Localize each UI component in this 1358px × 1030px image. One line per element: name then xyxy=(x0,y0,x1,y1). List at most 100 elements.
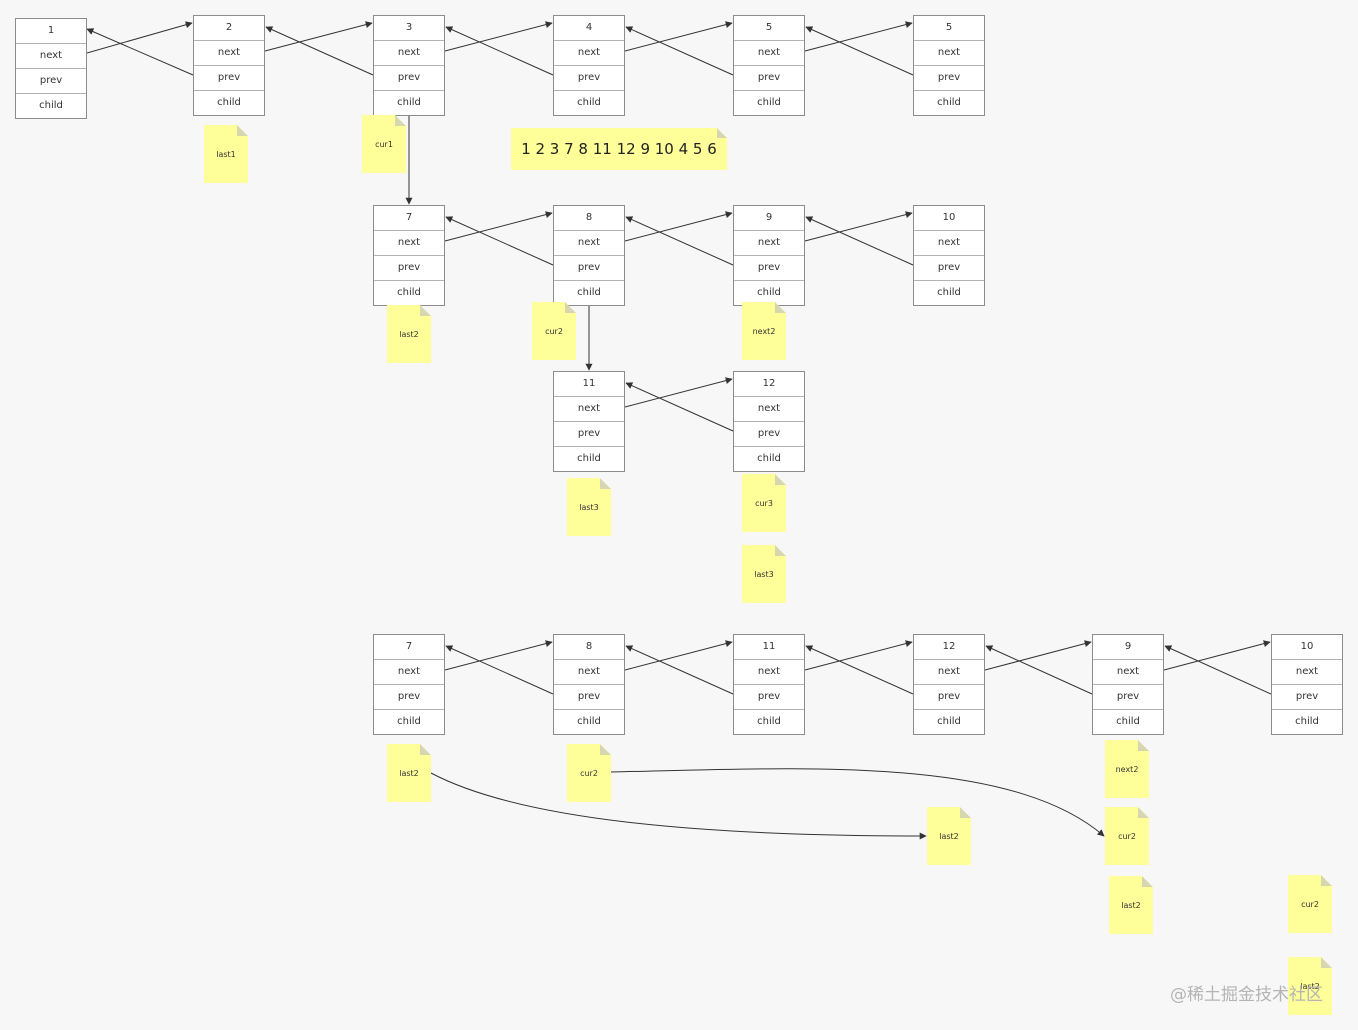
node-next-field: next xyxy=(734,230,804,255)
node-prev-field: prev xyxy=(1272,684,1342,709)
note-label: last2 xyxy=(399,768,419,778)
note-fold-icon xyxy=(600,744,611,755)
node-value: 12 xyxy=(762,378,776,389)
node-value: 5 xyxy=(945,22,953,33)
prev-pointer-edge xyxy=(625,382,734,432)
note-fold-icon xyxy=(1138,740,1149,751)
note-label: last2 xyxy=(939,831,959,841)
next-pointer-edge xyxy=(86,21,193,54)
node-next-field: next xyxy=(374,40,444,65)
sequence-text: 1 2 3 7 8 11 12 9 10 4 5 6 xyxy=(521,140,717,158)
list-node-7: 7 next prev child xyxy=(373,205,445,306)
list-node-12: 12 next prev child xyxy=(733,371,805,472)
sticky-note-cur3: cur3 xyxy=(742,474,786,532)
note-fold-icon xyxy=(1138,807,1149,818)
note-label: last3 xyxy=(754,569,774,579)
node-value: 11 xyxy=(762,641,776,652)
node-prev-field: prev xyxy=(374,684,444,709)
node-next-field: next xyxy=(1272,659,1342,684)
next-pointer-edge xyxy=(984,640,1092,671)
merged-node-11: 11 next prev child xyxy=(733,634,805,735)
node-next-field: next xyxy=(374,659,444,684)
prev-pointer-edge xyxy=(625,26,734,76)
note-label: last3 xyxy=(579,502,599,512)
prev-pointer-edge xyxy=(625,216,734,266)
node-value: 8 xyxy=(585,641,593,652)
next-pointer-edge xyxy=(444,211,553,242)
note-label: cur2 xyxy=(1118,831,1136,841)
node-next-field: next xyxy=(914,40,984,65)
note-fold-icon xyxy=(420,305,431,316)
node-next-field: next xyxy=(914,230,984,255)
node-child-field: child xyxy=(914,90,984,115)
note-fold-icon xyxy=(600,478,611,489)
node-value: 12 xyxy=(942,641,956,652)
node-next-field: next xyxy=(194,40,264,65)
next-pointer-edge xyxy=(1163,640,1271,671)
note-fold-icon xyxy=(420,744,431,755)
note-fold-icon xyxy=(960,807,971,818)
sticky-note-last2: last2 xyxy=(387,305,431,363)
sticky-note-last2-final: last2 xyxy=(1288,957,1332,1015)
note-fold-icon xyxy=(717,128,727,138)
merged-node-8: 8 next prev child xyxy=(553,634,625,735)
node-prev-field: prev xyxy=(734,421,804,446)
node-child-field: child xyxy=(914,709,984,734)
prev-pointer-edge xyxy=(265,26,374,76)
prev-pointer-edge xyxy=(805,645,914,695)
next-pointer-edge xyxy=(624,211,733,242)
note-fold-icon xyxy=(775,545,786,556)
note-fold-icon xyxy=(1321,957,1332,968)
cur2-move-arrow xyxy=(610,768,1105,837)
list-node-5: 5 next prev child xyxy=(733,15,805,116)
node-prev-field: prev xyxy=(554,421,624,446)
node-value: 1 xyxy=(47,25,55,36)
node-child-field: child xyxy=(734,90,804,115)
node-prev-field: prev xyxy=(914,684,984,709)
node-child-field: child xyxy=(16,93,86,118)
next-pointer-edge xyxy=(624,640,733,671)
node-value: 7 xyxy=(405,212,413,223)
note-fold-icon xyxy=(1321,875,1332,886)
node-value: 5 xyxy=(765,22,773,33)
list-node-9: 9 next prev child xyxy=(733,205,805,306)
traversal-sequence-note: 1 2 3 7 8 11 12 9 10 4 5 6 xyxy=(511,128,727,170)
node-next-field: next xyxy=(554,40,624,65)
next-pointer-edge xyxy=(264,21,373,52)
node-child-field: child xyxy=(554,280,624,305)
node-child-field: child xyxy=(374,280,444,305)
note-label: cur2 xyxy=(580,768,598,778)
node-prev-field: prev xyxy=(734,255,804,280)
list-node-2: 2 next prev child xyxy=(193,15,265,116)
next-pointer-edge xyxy=(444,640,553,671)
merged-node-9: 9 next prev child xyxy=(1092,634,1164,735)
node-prev-field: prev xyxy=(1093,684,1163,709)
sticky-note-cur1: cur1 xyxy=(362,115,406,173)
note-fold-icon xyxy=(1142,876,1153,887)
sticky-note-cur2-moved: cur2 xyxy=(1105,807,1149,865)
node-child-field: child xyxy=(194,90,264,115)
sticky-note-cur2: cur2 xyxy=(532,302,576,360)
node-prev-field: prev xyxy=(554,65,624,90)
prev-pointer-edge xyxy=(445,26,554,76)
sticky-note-next2: next2 xyxy=(742,302,786,360)
note-fold-icon xyxy=(565,302,576,313)
prev-pointer-edge xyxy=(445,645,554,695)
prev-pointer-edge xyxy=(445,216,554,266)
node-value: 3 xyxy=(405,22,413,33)
node-prev-field: prev xyxy=(16,68,86,93)
node-prev-field: prev xyxy=(914,255,984,280)
node-next-field: next xyxy=(554,396,624,421)
node-value: 9 xyxy=(765,212,773,223)
node-next-field: next xyxy=(554,230,624,255)
merged-node-10: 10 next prev child xyxy=(1271,634,1343,735)
list-node-11: 11 next prev child xyxy=(553,371,625,472)
sticky-note-last2-moved: last2 xyxy=(927,807,971,865)
node-value: 4 xyxy=(585,22,593,33)
note-fold-icon xyxy=(395,115,406,126)
note-label: cur2 xyxy=(545,326,563,336)
merged-node-7: 7 next prev child xyxy=(373,634,445,735)
prev-pointer-edge xyxy=(86,28,194,76)
node-child-field: child xyxy=(374,709,444,734)
node-value: 10 xyxy=(1300,641,1314,652)
